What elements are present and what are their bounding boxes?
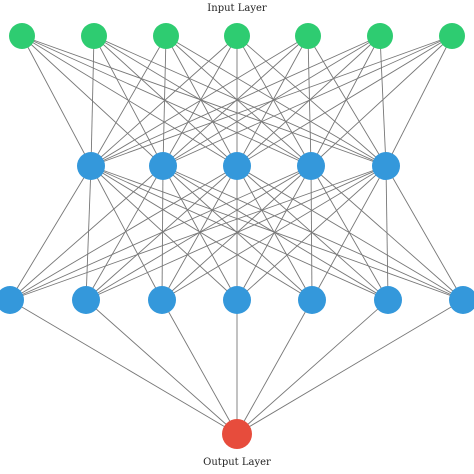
node-hidden-2-1 [72,286,100,314]
edge-hidden-1-4-to-hidden-2-3 [236,165,387,301]
edge-hidden-2-4-to-output-0 [236,299,313,435]
edge-hidden-1-0-to-hidden-2-0 [9,165,92,301]
edge-input-5-to-hidden-1-3 [310,35,381,167]
edge-input-0-to-hidden-1-2 [21,35,238,167]
edge-input-2-to-hidden-1-2 [165,35,238,167]
edge-input-6-to-hidden-1-1 [162,35,453,167]
node-hidden-1-4 [372,152,400,180]
network-nodes [0,23,474,449]
output-layer-label: Output Layer [203,457,271,468]
edge-input-6-to-hidden-1-0 [90,35,453,167]
edge-hidden-1-0-to-hidden-2-4 [90,165,313,301]
edge-hidden-1-2-to-hidden-2-5 [236,165,389,301]
edge-hidden-1-4-to-hidden-2-0 [9,165,387,301]
node-hidden-2-6 [449,286,474,314]
edge-hidden-2-1-to-output-0 [85,299,238,435]
node-hidden-1-2 [223,152,251,180]
node-input-4 [295,23,321,49]
edge-input-3-to-hidden-1-3 [236,35,312,167]
edge-input-5-to-hidden-1-4 [379,35,387,167]
edge-input-1-to-hidden-1-4 [93,35,387,167]
node-output-0 [222,419,252,449]
edge-input-1-to-hidden-1-0 [90,35,95,167]
node-input-1 [81,23,107,49]
node-input-5 [367,23,393,49]
edge-input-2-to-hidden-1-4 [165,35,387,167]
edge-hidden-1-4-to-hidden-2-1 [85,165,387,301]
node-hidden-2-4 [298,286,326,314]
edge-hidden-1-4-to-hidden-2-6 [385,165,464,301]
edge-input-6-to-hidden-1-3 [310,35,453,167]
node-hidden-1-0 [77,152,105,180]
edge-hidden-1-4-to-hidden-2-5 [385,165,389,301]
edge-hidden-1-2-to-hidden-2-2 [161,165,238,301]
node-hidden-1-1 [149,152,177,180]
node-input-6 [439,23,465,49]
edge-input-0-to-hidden-1-0 [21,35,92,167]
node-hidden-2-0 [0,286,24,314]
node-input-2 [153,23,179,49]
edge-hidden-2-6-to-output-0 [236,299,464,435]
edge-hidden-1-1-to-hidden-2-0 [9,165,164,301]
edge-input-2-to-hidden-1-0 [90,35,167,167]
edge-hidden-1-0-to-hidden-2-3 [90,165,238,301]
edge-input-4-to-hidden-1-3 [307,35,312,167]
edge-input-1-to-hidden-1-3 [93,35,312,167]
edge-hidden-1-1-to-hidden-2-1 [85,165,164,301]
edge-hidden-2-0-to-output-0 [9,299,238,435]
edge-hidden-1-4-to-hidden-2-2 [161,165,387,301]
edge-input-6-to-hidden-1-4 [385,35,453,167]
edge-input-6-to-hidden-1-2 [236,35,453,167]
edge-input-3-to-hidden-1-4 [236,35,387,167]
connection-edges [9,35,464,435]
edge-hidden-1-0-to-hidden-2-2 [90,165,163,301]
edge-hidden-1-2-to-hidden-2-0 [9,165,238,301]
edge-input-0-to-hidden-1-4 [21,35,387,167]
edge-hidden-1-1-to-hidden-2-5 [162,165,389,301]
input-layer-label: Input Layer [207,3,267,14]
edge-hidden-1-3-to-hidden-2-0 [9,165,312,301]
edge-hidden-1-0-to-hidden-2-1 [85,165,92,301]
edge-input-2-to-hidden-1-3 [165,35,312,167]
node-input-3 [224,23,250,49]
edge-hidden-1-4-to-hidden-2-4 [311,165,387,301]
node-hidden-1-3 [297,152,325,180]
edge-hidden-1-1-to-hidden-2-2 [161,165,164,301]
edge-hidden-2-5-to-output-0 [236,299,389,435]
edge-hidden-1-1-to-hidden-2-4 [162,165,313,301]
edge-input-0-to-hidden-1-3 [21,35,312,167]
edge-input-4-to-hidden-1-0 [90,35,309,167]
edge-input-1-to-hidden-1-2 [93,35,238,167]
edge-hidden-2-2-to-output-0 [161,299,238,435]
edge-input-3-to-hidden-1-0 [90,35,238,167]
edge-input-4-to-hidden-1-4 [307,35,387,167]
edge-input-5-to-hidden-1-0 [90,35,381,167]
node-hidden-2-5 [374,286,402,314]
node-input-0 [9,23,35,49]
edge-hidden-1-0-to-hidden-2-5 [90,165,389,301]
edge-hidden-1-0-to-hidden-2-6 [90,165,464,301]
node-hidden-2-3 [223,286,251,314]
node-hidden-2-2 [148,286,176,314]
